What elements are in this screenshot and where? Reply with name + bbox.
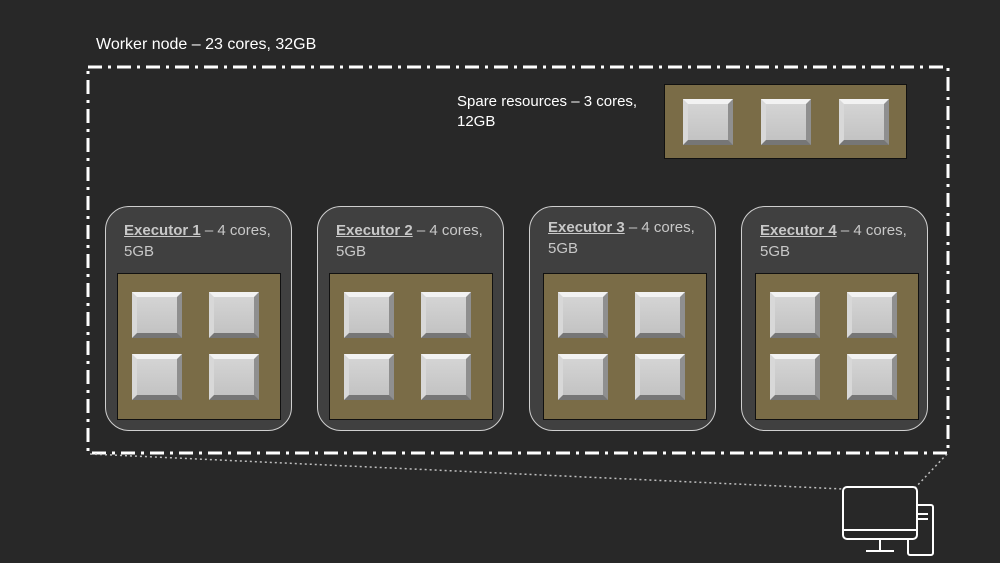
executor-name: Executor 4 [760, 222, 837, 239]
zoom-line-right [913, 453, 948, 490]
executor-resources: – 4 cores, 5GB [124, 222, 271, 260]
executor-2: Executor 2 – 4 cores, 5GB [317, 206, 504, 431]
spare-resources-pool [664, 84, 907, 159]
cpu-core-icon [770, 354, 820, 400]
cpu-core-icon [558, 292, 608, 338]
cpu-core-icon [421, 354, 471, 400]
cpu-core-icon [132, 292, 182, 338]
cpu-core-icon [209, 292, 259, 338]
cpu-core-icon [770, 292, 820, 338]
executor-core-pool [117, 273, 281, 420]
computer-icon [842, 486, 934, 556]
executor-label: Executor 4 – 4 cores, 5GB [760, 220, 925, 262]
executor-label: Executor 2 – 4 cores, 5GB [336, 220, 501, 262]
executor-resources: – 4 cores, 5GB [336, 222, 483, 260]
cpu-core-icon [635, 354, 685, 400]
cpu-core-icon [847, 292, 897, 338]
cpu-core-icon [683, 99, 733, 145]
cpu-core-icon [558, 354, 608, 400]
worker-node-boundary [86, 65, 950, 455]
executor-name: Executor 1 [124, 222, 201, 239]
executor-label: Executor 1 – 4 cores, 5GB [124, 220, 289, 262]
executor-resources: – 4 cores, 5GB [760, 222, 907, 260]
executor-label: Executor 3 – 4 cores, 5GB [548, 217, 713, 259]
executor-resources: – 4 cores, 5GB [548, 219, 695, 257]
cpu-core-icon [344, 292, 394, 338]
cpu-core-icon [209, 354, 259, 400]
executor-3: Executor 3 – 4 cores, 5GB [529, 206, 716, 431]
executor-core-pool [329, 273, 493, 420]
executor-core-pool [755, 273, 919, 420]
executor-4: Executor 4 – 4 cores, 5GB [741, 206, 928, 431]
cpu-core-icon [761, 99, 811, 145]
cpu-core-icon [635, 292, 685, 338]
executor-core-pool [543, 273, 707, 420]
cpu-core-icon [344, 354, 394, 400]
zoom-line-left [89, 453, 844, 490]
cpu-core-icon [839, 99, 889, 145]
worker-node-title: Worker node – 23 cores, 32GB [96, 36, 317, 53]
cpu-core-icon [421, 292, 471, 338]
executor-name: Executor 2 [336, 222, 413, 239]
spare-resources-label: Spare resources – 3 cores, 12GB [457, 93, 638, 130]
cpu-core-icon [132, 354, 182, 400]
cpu-core-icon [847, 354, 897, 400]
executor-name: Executor 3 [548, 219, 625, 236]
executor-1: Executor 1 – 4 cores, 5GB [105, 206, 292, 431]
